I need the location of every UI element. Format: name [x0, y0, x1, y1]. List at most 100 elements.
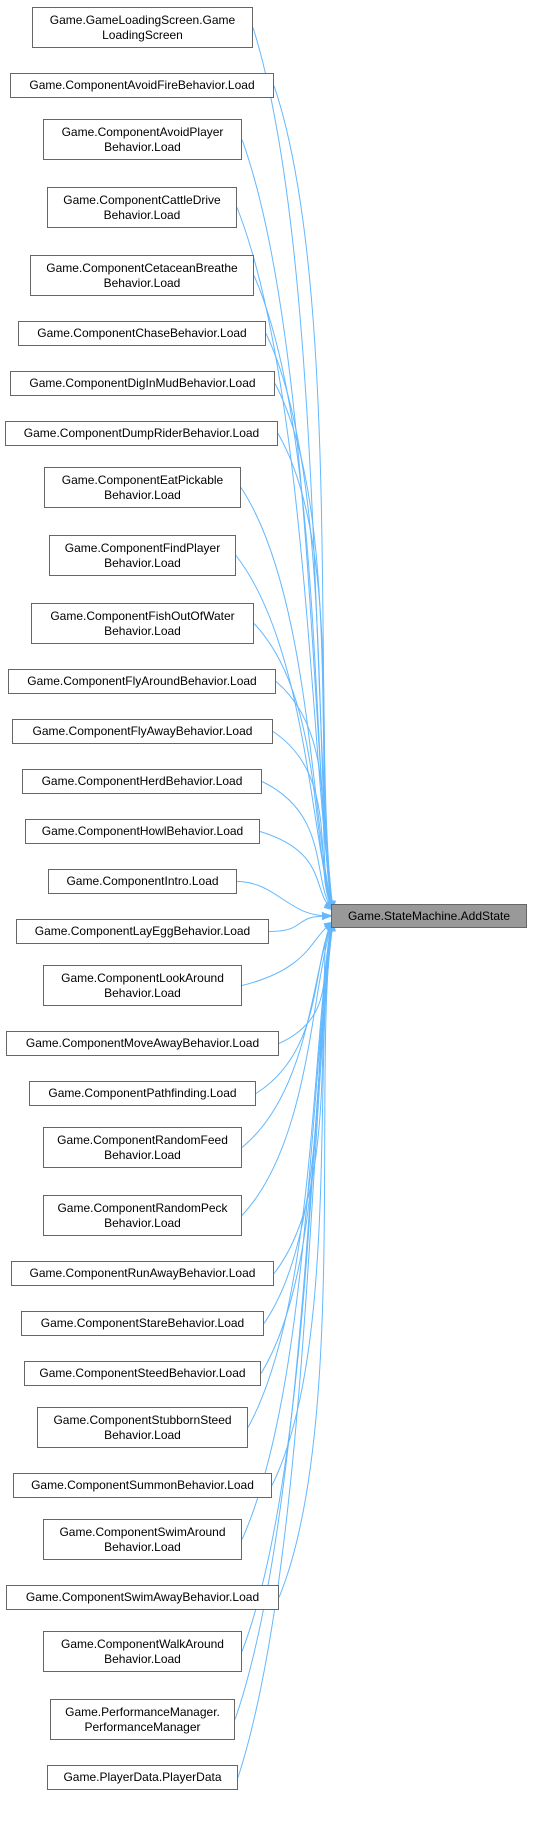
call-edge — [278, 921, 336, 1598]
caller-node[interactable]: Game.ComponentSummonBehavior.Load — [13, 1473, 272, 1498]
node-label-line: Game.ComponentLookAround — [61, 970, 224, 985]
node-label-line: Game.ComponentLayEggBehavior.Load — [34, 924, 251, 938]
node-label-line: Behavior.Load — [104, 1427, 181, 1442]
call-edge — [241, 139, 336, 911]
node-label-line: Game.ComponentSteedBehavior.Load — [39, 1366, 246, 1380]
node-label-line: Game.ComponentFlyAwayBehavior.Load — [32, 724, 253, 738]
caller-node[interactable]: Game.PerformanceManager.PerformanceManag… — [50, 1699, 235, 1740]
node-label-line: Game.ComponentStubbornSteed — [53, 1412, 232, 1427]
node-label-line: Game.ComponentWalkAround — [61, 1636, 224, 1651]
call-edge — [268, 911, 332, 932]
call-edge — [236, 881, 332, 921]
node-state-machine-add-state[interactable]: Game.StateMachine.AddState — [331, 904, 527, 928]
node-label-line: Game.ComponentMoveAwayBehavior.Load — [25, 1036, 260, 1050]
node-label-line: Game.ComponentDigInMudBehavior.Load — [29, 376, 256, 390]
call-edge — [275, 681, 334, 911]
node-label-line: Game.ComponentAvoidFireBehavior.Load — [29, 78, 255, 92]
call-edge — [234, 921, 336, 1720]
caller-node[interactable]: Game.ComponentPathfinding.Load — [29, 1081, 256, 1106]
call-edge — [253, 623, 334, 911]
call-edge — [277, 433, 335, 911]
caller-node[interactable]: Game.ComponentHowlBehavior.Load — [25, 819, 260, 844]
node-label-line: Game.ComponentSwimAwayBehavior.Load — [25, 1590, 260, 1604]
caller-node[interactable]: Game.ComponentDumpRiderBehavior.Load — [5, 421, 278, 446]
node-label-line: Game.ComponentHowlBehavior.Load — [41, 824, 244, 838]
node-label-line: Game.ComponentEatPickable — [61, 472, 224, 487]
node-label-line: Game.StateMachine.AddState — [347, 908, 511, 923]
node-label-line: Game.ComponentDumpRiderBehavior.Load — [23, 426, 260, 440]
node-label-line: LoadingScreen — [102, 27, 183, 42]
caller-node[interactable]: Game.ComponentChaseBehavior.Load — [18, 321, 266, 346]
caller-node[interactable]: Game.ComponentIntro.Load — [48, 869, 237, 894]
call-edge — [247, 921, 336, 1428]
caller-node[interactable]: Game.ComponentAvoidFireBehavior.Load — [10, 73, 274, 98]
caller-node[interactable]: Game.PlayerData.PlayerData — [47, 1765, 238, 1790]
caller-node[interactable]: Game.ComponentFlyAwayBehavior.Load — [12, 719, 273, 744]
caller-node[interactable]: Game.ComponentRunAwayBehavior.Load — [11, 1261, 274, 1286]
node-label-line: Behavior.Load — [104, 487, 181, 502]
call-edge — [241, 921, 334, 1148]
caller-node[interactable]: Game.ComponentSwimAwayBehavior.Load — [6, 1585, 279, 1610]
node-label-line: Behavior.Load — [104, 1539, 181, 1554]
node-label-line: Behavior.Load — [103, 275, 181, 290]
node-label-line: Game.ComponentStareBehavior.Load — [40, 1316, 245, 1330]
node-label-line: Behavior.Load — [104, 1651, 181, 1666]
node-label-line: Behavior.Load — [104, 1147, 181, 1162]
node-label-line: Game.ComponentPathfinding.Load — [48, 1086, 237, 1100]
node-label-line: Game.ComponentChaseBehavior.Load — [37, 326, 247, 340]
caller-node[interactable]: Game.ComponentSteedBehavior.Load — [24, 1361, 261, 1386]
node-label-line: Game.ComponentAvoidPlayer — [61, 124, 224, 139]
caller-node[interactable]: Game.ComponentMoveAwayBehavior.Load — [6, 1031, 279, 1056]
node-label-line: Game.GameLoadingScreen.Game — [49, 12, 236, 27]
call-edge — [272, 731, 334, 911]
node-label-line: Game.ComponentRandomFeed — [57, 1132, 228, 1147]
node-label-line: Game.ComponentFlyAroundBehavior.Load — [27, 674, 257, 688]
node-label-line: Game.ComponentFindPlayer — [64, 540, 221, 555]
node-label-line: Game.ComponentSwimAround — [59, 1524, 226, 1539]
node-label-line: PerformanceManager — [84, 1719, 201, 1734]
node-label-line: Game.PerformanceManager. — [65, 1704, 220, 1719]
caller-node[interactable]: Game.ComponentFlyAroundBehavior.Load — [8, 669, 276, 694]
node-label-line: Game.ComponentIntro.Load — [66, 874, 219, 888]
node-label-line: Game.ComponentCattleDrive — [63, 192, 221, 207]
node-label-line: Game.ComponentFishOutOfWater — [50, 608, 235, 623]
node-label-line: Game.PlayerData.PlayerData — [63, 1770, 222, 1784]
caller-node[interactable]: Game.ComponentDigInMudBehavior.Load — [10, 371, 275, 396]
call-edge — [241, 921, 336, 1540]
node-label-line: Behavior.Load — [104, 623, 181, 638]
node-label-line: Behavior.Load — [104, 1215, 181, 1230]
node-label-line: Behavior.Load — [104, 139, 181, 154]
call-edge — [259, 831, 334, 911]
node-label-line: Game.ComponentCetaceanBreathe — [46, 260, 238, 275]
call-edge — [240, 487, 335, 911]
call-edge — [241, 921, 334, 1216]
node-label-line: Behavior.Load — [104, 555, 181, 570]
node-label-line: Behavior.Load — [104, 985, 181, 1000]
caller-node[interactable]: Game.ComponentStareBehavior.Load — [21, 1311, 264, 1336]
node-label-line: Game.ComponentHerdBehavior.Load — [41, 774, 243, 788]
call-edge — [261, 781, 334, 911]
call-edge — [255, 921, 334, 1094]
call-edge — [237, 921, 336, 1778]
node-label-line: Game.ComponentSummonBehavior.Load — [31, 1478, 254, 1492]
caller-node[interactable]: Game.ComponentLayEggBehavior.Load — [16, 919, 269, 944]
node-label-line: Behavior.Load — [103, 207, 181, 222]
call-edge — [273, 85, 336, 911]
node-label-line: Game.ComponentRunAwayBehavior.Load — [29, 1266, 256, 1280]
node-label-line: Game.ComponentRandomPeck — [57, 1200, 228, 1215]
caller-node[interactable]: Game.ComponentHerdBehavior.Load — [22, 769, 262, 794]
